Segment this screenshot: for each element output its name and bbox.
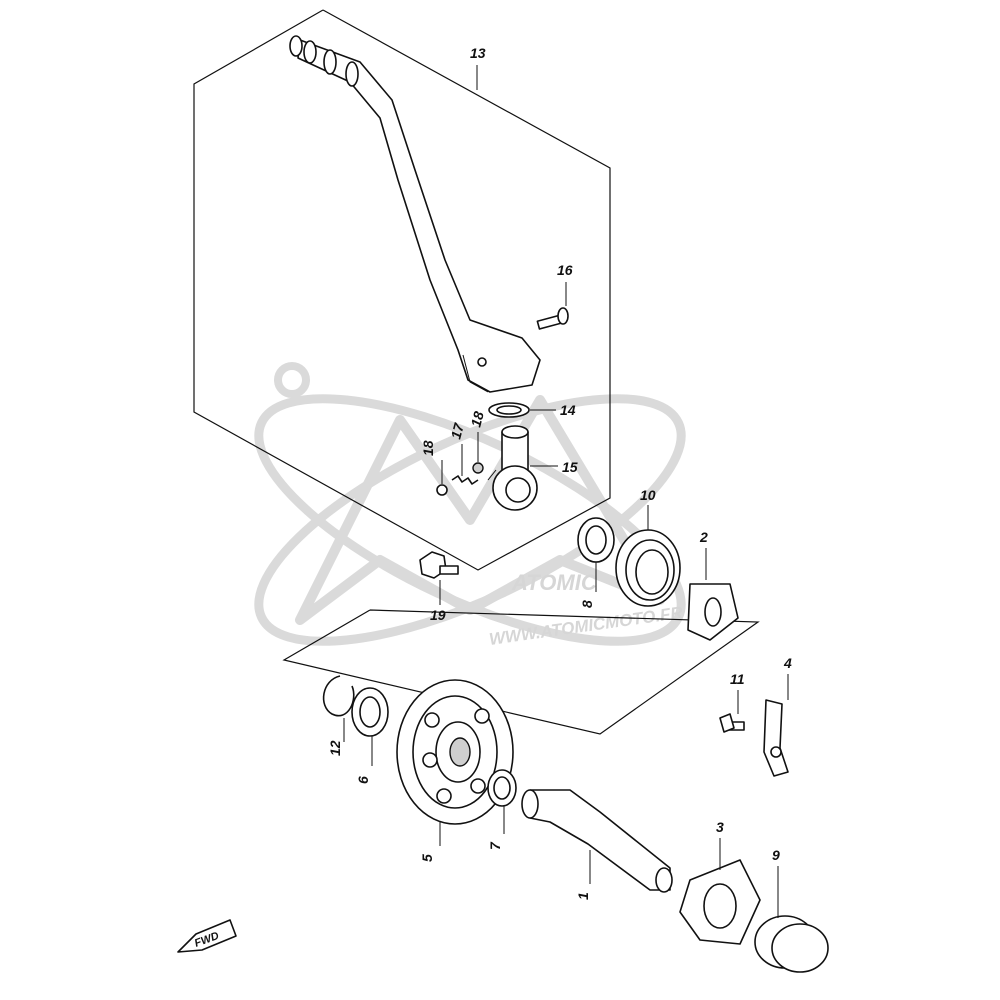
callout-label-9: 9 [772,847,780,863]
callout-label-19: 19 [430,607,446,623]
fwd-arrow: FWD [177,919,237,953]
callout-label-10: 10 [640,487,656,503]
callout-label-8: 8 [579,600,595,608]
callout-label-18b: 18 [467,409,487,428]
stopper-plate [763,699,789,777]
callout-label-1: 1 [575,892,591,900]
drive-gear [679,859,761,945]
circlip [322,675,355,717]
callout-label-17: 17 [447,420,467,440]
watermark-logo-text: ATOMIC [511,570,598,595]
lower-assembly-frame [282,609,760,735]
callout-label-14: 14 [560,402,576,418]
callout-label-15: 15 [562,459,578,475]
shaft-washer [487,769,517,807]
lever-bolt [536,307,569,330]
spring-guide [687,583,739,641]
kickstart-gear [396,679,514,825]
detent-ball-right [472,462,484,474]
stopper-screw [719,713,745,733]
kickstart-spring [615,529,681,607]
guide-ring [577,517,615,563]
gear-washer [351,687,389,737]
detent-ball-left [436,484,448,496]
callout-label-5: 5 [419,854,435,862]
callout-label-16: 16 [557,262,573,278]
callout-label-4: 4 [783,655,792,671]
callout-label-3: 3 [716,819,724,835]
detent-spring [451,475,479,485]
callout-label-11: 11 [730,671,745,687]
flange-bolt [419,551,459,579]
kickstart-boss [487,425,538,511]
watermark: ATOMIC WWW.ATOMICMOTO.FR [254,362,686,649]
washer [488,402,530,418]
drive-spring [754,915,829,973]
callout-label-2: 2 [699,529,708,545]
callout-label-18a: 18 [420,440,436,456]
kickstart-lever [289,35,541,393]
callout-label-12: 12 [327,740,343,756]
upper-assembly-frame [193,9,611,571]
callout-label-7: 7 [487,841,503,850]
callout-label-6: 6 [355,776,371,784]
kickstart-shaft [521,789,673,893]
callout-label-13: 13 [470,45,486,61]
